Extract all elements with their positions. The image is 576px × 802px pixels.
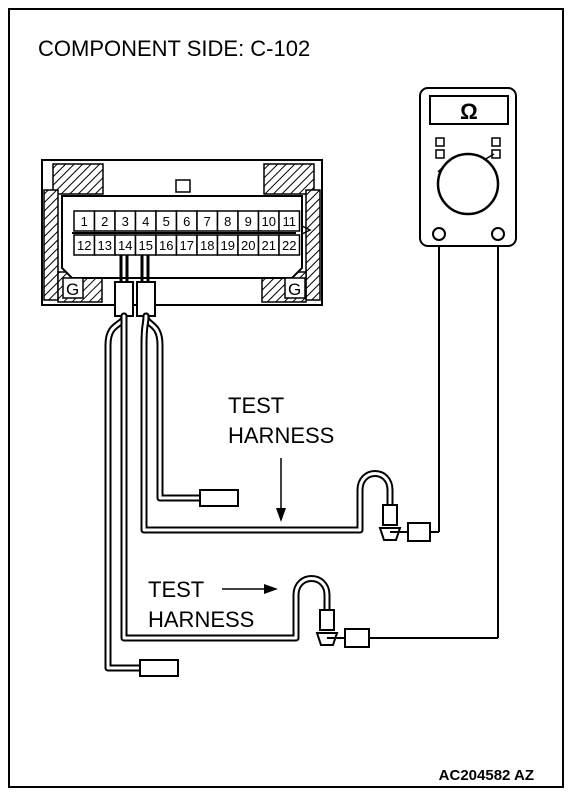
pin-number: 13	[98, 238, 112, 253]
pin-number: 7	[204, 214, 211, 229]
probe-pin15	[136, 255, 156, 317]
pin-number: 11	[283, 214, 297, 229]
selector-dial	[436, 152, 500, 216]
pin-number: 3	[122, 214, 129, 229]
pin-number: 21	[262, 238, 276, 253]
clip-lower	[315, 609, 345, 646]
test-harness-upper-line1: TEST	[228, 393, 284, 418]
pin-number: 5	[163, 214, 170, 229]
hatch-top-right	[263, 163, 315, 195]
test-harness-lower-line1: TEST	[148, 577, 204, 602]
pin-number: 17	[180, 238, 194, 253]
pin-number: 16	[159, 238, 173, 253]
ohm-symbol: Ω	[460, 99, 478, 124]
hatch-right	[305, 189, 321, 301]
pin-number: 9	[245, 214, 252, 229]
meter-display	[429, 95, 509, 125]
pin-number: 8	[224, 214, 231, 229]
pin-cell	[278, 234, 301, 256]
pin-number: 18	[200, 238, 214, 253]
test-harness-lower-line2: HARNESS	[148, 607, 254, 632]
hatch-left	[43, 189, 59, 301]
pin-number: 4	[142, 214, 149, 229]
harness-upper-open-end	[199, 489, 239, 507]
figure-code: AC204582 AZ	[439, 767, 534, 784]
ground-label-right: G	[288, 280, 301, 299]
pin-number: 10	[262, 214, 276, 229]
harness-lower-wire	[104, 312, 331, 672]
pin-number: 12	[77, 238, 91, 253]
diagram-frame	[8, 8, 564, 788]
hatch-top-left	[52, 163, 104, 195]
pin-number: 6	[183, 214, 190, 229]
pin-number: 19	[221, 238, 235, 253]
ground-label-left: G	[66, 280, 79, 299]
harness-upper-wire	[140, 312, 394, 534]
pin-number: 14	[118, 238, 132, 253]
pin-number: 15	[139, 238, 153, 253]
arrow-upper	[276, 458, 286, 522]
pin-number: 1	[81, 214, 88, 229]
pin-number: 20	[241, 238, 255, 253]
connector-lock-tab	[175, 179, 191, 193]
meter-probe-right	[344, 236, 499, 648]
meter-jack-left	[432, 227, 446, 241]
diagram-title: COMPONENT SIDE: C-102	[38, 36, 310, 61]
ohmmeter: Ω	[419, 87, 517, 247]
pin-number: 22	[282, 238, 296, 253]
meter-jack-right	[491, 227, 505, 241]
meter-probe-left	[407, 236, 440, 542]
pin-cell	[278, 210, 301, 232]
test-harness-upper-line2: HARNESS	[228, 423, 334, 448]
arrow-lower	[222, 584, 278, 594]
pin-number: 2	[101, 214, 108, 229]
probe-pin14	[114, 255, 134, 317]
harness-lower-open-end	[139, 659, 179, 677]
clip-upper	[378, 504, 410, 541]
